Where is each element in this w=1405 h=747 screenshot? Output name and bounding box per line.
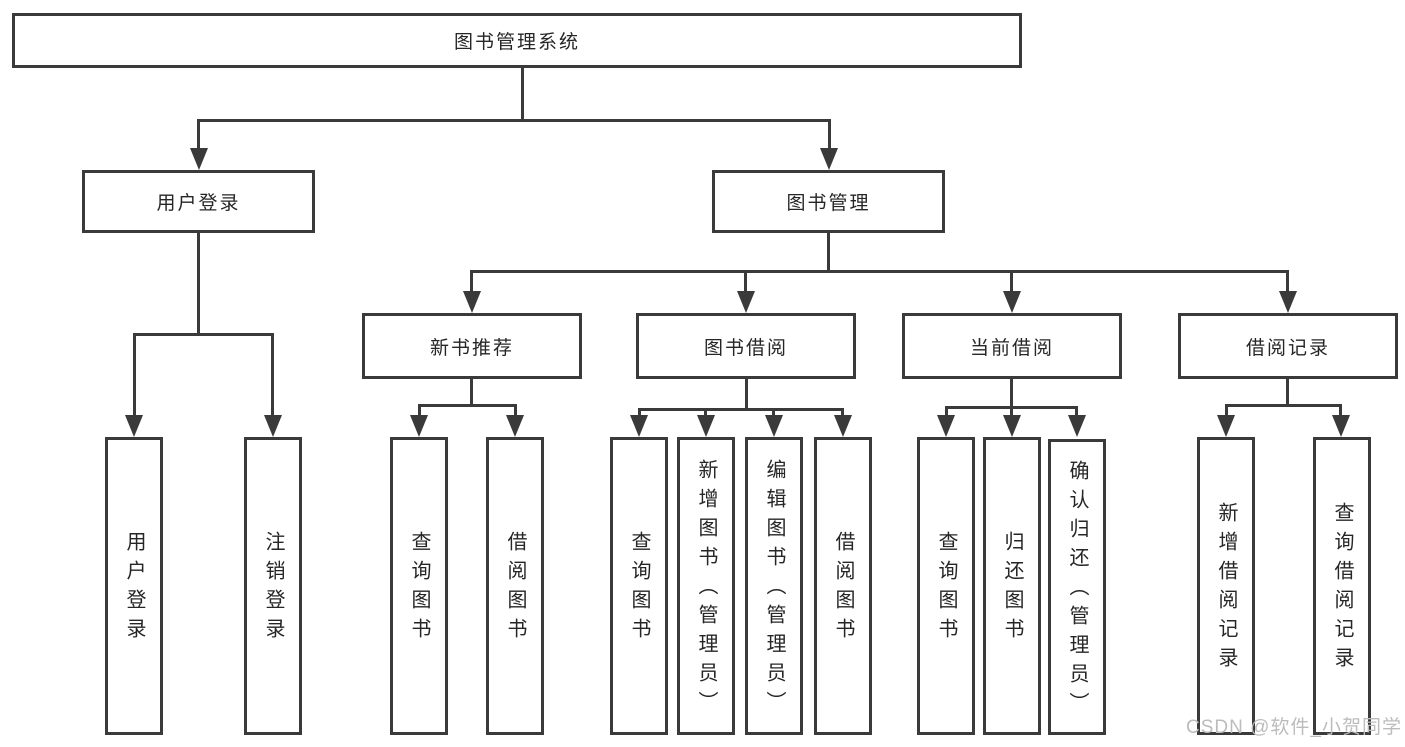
connector-line <box>418 404 516 407</box>
connector-line <box>418 404 421 417</box>
arrowhead-icon <box>264 415 282 437</box>
leaf-confirm-return-admin: 确认归还（管理员） <box>1048 439 1106 735</box>
connector-line <box>470 270 473 293</box>
connector-line <box>470 270 1288 273</box>
arrowhead-icon <box>506 415 524 437</box>
arrowhead-icon <box>125 415 143 437</box>
csdn-watermark: CSDN @软件_小贺同学 <box>1186 717 1402 738</box>
connector-line <box>1010 379 1013 408</box>
connector-line <box>470 379 473 406</box>
node-book-borrowing: 图书借阅 <box>636 313 856 379</box>
leaf-query-books-borrowing: 查询图书 <box>610 437 668 735</box>
arrowhead-icon <box>410 415 428 437</box>
leaf-edit-books-admin: 编辑图书（管理员） <box>745 437 803 735</box>
connector-line <box>745 379 748 410</box>
arrowhead-icon <box>697 415 715 437</box>
arrowhead-icon <box>1217 415 1235 437</box>
arrowhead-icon <box>834 415 852 437</box>
arrowhead-icon <box>820 148 838 170</box>
connector-line <box>945 406 948 417</box>
connector-line <box>133 333 274 336</box>
connector-line <box>197 119 831 122</box>
connector-line <box>828 119 831 149</box>
connector-line <box>1075 406 1078 417</box>
arrowhead-icon <box>765 415 783 437</box>
connector-line <box>271 333 274 419</box>
leaf-logout: 注销登录 <box>244 437 302 735</box>
connector-line <box>133 333 136 419</box>
arrowhead-icon <box>1332 415 1350 437</box>
connector-line <box>197 119 200 149</box>
arrowhead-icon <box>737 291 755 313</box>
leaf-query-books-recommend: 查询图书 <box>390 437 448 735</box>
connector-line <box>1286 270 1289 293</box>
leaf-query-books-current: 查询图书 <box>917 437 975 735</box>
connector-line <box>841 408 844 417</box>
connector-line <box>514 404 517 417</box>
node-new-book-recommendation: 新书推荐 <box>362 313 582 379</box>
leaf-borrow-books-borrowing: 借阅图书 <box>814 437 872 735</box>
connector-line <box>638 408 844 411</box>
node-current-borrowing: 当前借阅 <box>902 313 1122 379</box>
connector-line <box>827 233 830 272</box>
connector-line <box>197 233 200 335</box>
arrowhead-icon <box>1279 291 1297 313</box>
arrowhead-icon <box>630 415 648 437</box>
node-library-system: 图书管理系统 <box>12 13 1022 68</box>
leaf-borrow-books-recommend: 借阅图书 <box>486 437 544 735</box>
leaf-add-borrow-record: 新增借阅记录 <box>1197 437 1255 735</box>
connector-line <box>1225 404 1228 417</box>
node-user-login: 用户登录 <box>82 170 315 233</box>
connector-line <box>1010 406 1013 417</box>
connector-line <box>1286 379 1289 406</box>
arrowhead-icon <box>1003 415 1021 437</box>
leaf-query-borrow-record: 查询借阅记录 <box>1313 437 1371 735</box>
arrowhead-icon <box>1068 415 1086 437</box>
connector-line <box>1339 404 1342 417</box>
leaf-user-login: 用户登录 <box>105 437 163 735</box>
connector-line <box>521 68 524 121</box>
connector-line <box>1010 270 1013 293</box>
arrowhead-icon <box>463 291 481 313</box>
leaf-add-books-admin: 新增图书（管理员） <box>677 437 735 735</box>
connector-line <box>1225 404 1342 407</box>
arrowhead-icon <box>190 148 208 170</box>
leaf-return-books: 归还图书 <box>983 437 1041 735</box>
connector-line <box>704 408 707 417</box>
arrowhead-icon <box>937 415 955 437</box>
node-book-management: 图书管理 <box>712 170 945 233</box>
node-borrowing-records: 借阅记录 <box>1178 313 1398 379</box>
connector-line <box>744 270 747 293</box>
connector-line <box>638 408 641 417</box>
arrowhead-icon <box>1003 291 1021 313</box>
connector-line <box>772 408 775 417</box>
